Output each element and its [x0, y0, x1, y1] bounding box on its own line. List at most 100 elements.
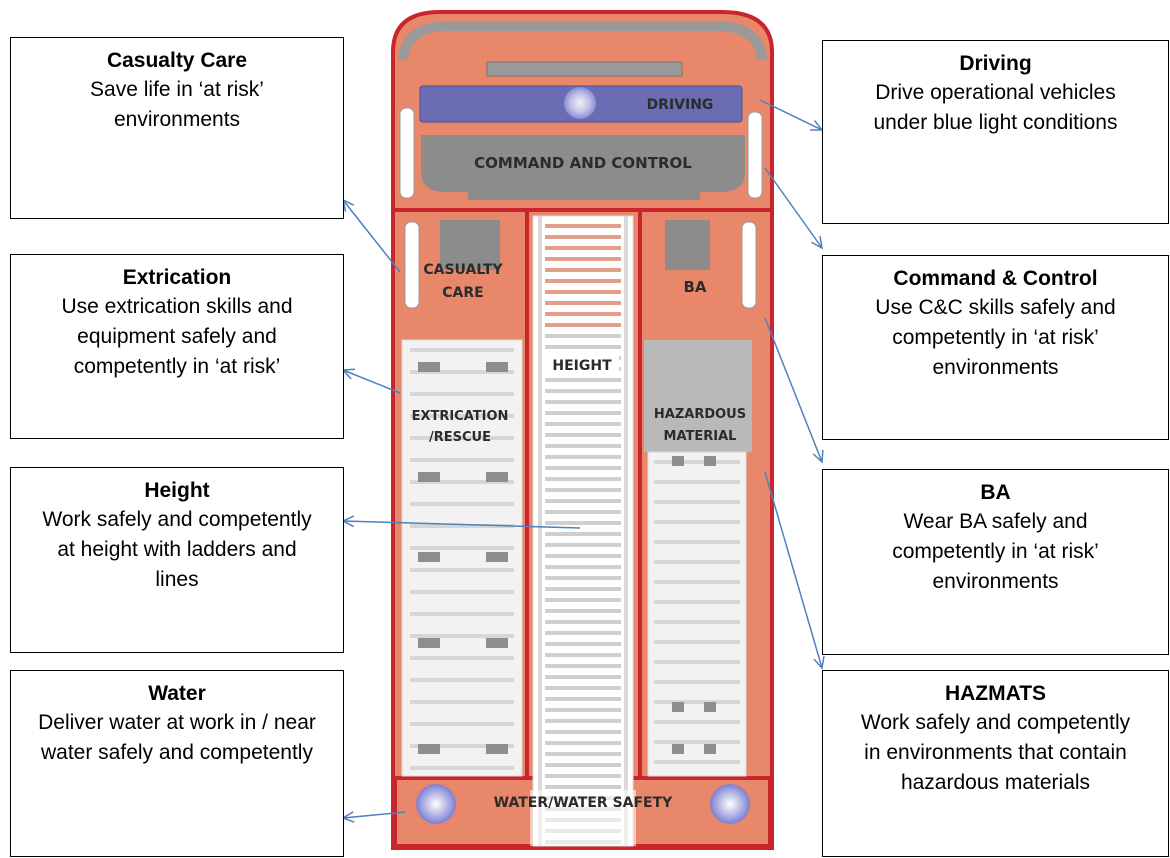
shelf-rung: [654, 660, 740, 664]
shelf-rung: [654, 580, 740, 584]
truck-label-casualty-1: CASUALTY: [423, 262, 503, 278]
ladder-rung: [545, 730, 621, 734]
shelf-rung: [410, 480, 514, 484]
ladder-rung: [545, 609, 621, 613]
shelf-rung: [654, 640, 740, 644]
shelf-rung: [654, 600, 740, 604]
ladder-rung: [545, 433, 621, 437]
shelf-block: [418, 472, 440, 482]
command-control-title: Command & Control: [893, 267, 1098, 290]
ladder-rung: [545, 488, 621, 492]
water-box: Water Deliver water at work in / near wa…: [10, 670, 344, 857]
ladder-rung: [545, 752, 621, 756]
shelf-block: [486, 472, 508, 482]
shelf-block: [672, 744, 684, 754]
shelf-rung: [410, 590, 514, 594]
truck-label-extrication-2: /RESCUE: [429, 430, 491, 445]
connector-arrows: [342, 99, 823, 819]
ladder-rung: [545, 598, 621, 602]
shelf-rung: [410, 744, 514, 748]
shelf-rung: [410, 502, 514, 506]
ba-desc: Wear BA safely and competently in ‘at ri…: [892, 510, 1099, 593]
arrow-head: [813, 656, 825, 670]
shelf-rung: [654, 720, 740, 724]
water-title: Water: [148, 682, 206, 705]
hazmat-shelving: [647, 451, 747, 777]
ladder-rung: [545, 345, 621, 349]
truck-label-driving: DRIVING: [647, 97, 714, 113]
ladder-rail: [538, 216, 542, 846]
ladder-rung: [545, 631, 621, 635]
shelf-rung: [410, 370, 514, 374]
shelf-rung: [410, 766, 514, 770]
shelf-rung: [410, 348, 514, 352]
ladder-rung: [545, 774, 621, 778]
connector-driving: [759, 99, 823, 131]
ladder-rung: [545, 565, 621, 569]
connector-hazmats: [764, 471, 823, 669]
arrow-head: [812, 449, 824, 464]
ladder-rung: [545, 400, 621, 404]
ladder-rung: [545, 587, 621, 591]
shelf-block: [704, 702, 716, 712]
hazmats-desc: Work safely and competently in environme…: [860, 711, 1131, 794]
shelf-rung: [654, 740, 740, 744]
shelf-rung: [410, 568, 514, 572]
truck-label-water: WATER/WATER SAFETY: [494, 795, 673, 811]
shelf-rung: [654, 700, 740, 704]
shelf-block: [418, 638, 440, 648]
ladder-rung: [545, 257, 621, 261]
shelf-block: [418, 744, 440, 754]
ladder-rung: [545, 642, 621, 646]
shelf-rung: [654, 540, 740, 544]
ladder-rung: [545, 268, 621, 272]
driving-desc: Drive operational vehicles under blue li…: [873, 81, 1118, 134]
ladder-rung: [545, 378, 621, 382]
extrication-box: Extrication Use extrication skills and e…: [10, 254, 344, 439]
shelf-rung: [654, 460, 740, 464]
ladder-rung: [545, 422, 621, 426]
shelf-rung: [654, 480, 740, 484]
ladder-rung: [545, 389, 621, 393]
ladder-rung: [545, 510, 621, 514]
shelf-rung: [654, 620, 740, 624]
truck-label-height: HEIGHT: [552, 358, 612, 374]
height-ladder: [532, 215, 634, 847]
shelf-block: [418, 362, 440, 372]
command-control-desc: Use C&C skills safely and competently in…: [875, 296, 1116, 379]
ladder-rung: [545, 532, 621, 536]
casualty-care-box: Casualty Care Save life in ‘at risk’ env…: [10, 37, 344, 219]
height-title: Height: [144, 479, 210, 502]
ladder-rung: [545, 411, 621, 415]
shelf-rung: [654, 680, 740, 684]
shelf-rung: [410, 458, 514, 462]
shelf-rung: [410, 546, 514, 550]
shelf-rung: [410, 612, 514, 616]
ladder-rung: [545, 224, 621, 228]
shelf-rung: [654, 760, 740, 764]
connector-command: [764, 167, 823, 249]
height-box: Height Work safely and competently at he…: [10, 467, 344, 653]
ladder-rung: [545, 697, 621, 701]
shelf-block: [486, 744, 508, 754]
truck-label-ba: BA: [683, 278, 706, 296]
shelf-rung: [410, 436, 514, 440]
truck-label-hazardous-2: MATERIAL: [664, 429, 737, 444]
truck-label-casualty-2: CARE: [442, 285, 483, 301]
shelf-block: [486, 552, 508, 562]
ladder-rung: [545, 455, 621, 459]
ladder-rung: [545, 499, 621, 503]
shelf-rung: [654, 560, 740, 564]
ladder-rung: [545, 301, 621, 305]
water-desc: Deliver water at work in / near water sa…: [38, 711, 316, 764]
height-desc: Work safely and competently at height wi…: [42, 508, 312, 591]
shelf-block: [486, 638, 508, 648]
connector-height: [342, 520, 581, 529]
water-lamp-left: [416, 784, 456, 824]
shelf-rung: [410, 722, 514, 726]
ladder-rung: [545, 686, 621, 690]
casualty-care-title: Casualty Care: [106, 49, 248, 72]
ladder-rung: [545, 620, 621, 624]
shelf-rung: [654, 520, 740, 524]
